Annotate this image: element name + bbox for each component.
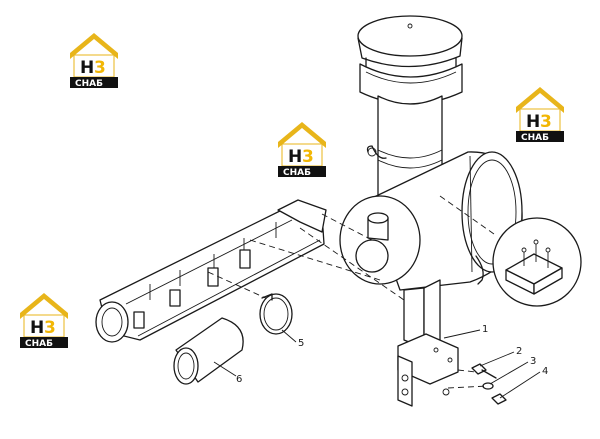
callout-2: 2 — [516, 346, 522, 357]
logo-caption: СНАБ — [283, 168, 311, 178]
rain-cap — [357, 15, 463, 105]
callout-6: 6 — [236, 374, 242, 385]
callout-3: 3 — [530, 356, 536, 367]
logo-digit: 3 — [94, 58, 106, 78]
logo-digit: 3 — [302, 147, 314, 167]
bracket-detail-inset — [439, 195, 582, 307]
intake-pipe — [95, 199, 405, 343]
watermark-logo-3: H 3 СНАБ — [277, 121, 327, 178]
logo-letter: H — [526, 112, 540, 132]
logo-letter: H — [30, 318, 44, 338]
callout-4: 4 — [542, 366, 548, 377]
leader-lines — [213, 329, 541, 399]
watermark-logo-1: H 3 СНАБ — [69, 32, 119, 89]
logo-caption: СНАБ — [25, 339, 53, 349]
logo-caption: СНАБ — [75, 79, 103, 89]
hose-clamp — [259, 293, 293, 335]
mounting-bracket — [397, 279, 459, 407]
logo-caption: СНАБ — [521, 133, 549, 143]
logo-letter: H — [288, 147, 302, 167]
rubber-hose — [173, 317, 244, 385]
watermark-logo-4: H 3 СНАБ — [19, 292, 69, 349]
callout-1: 1 — [482, 324, 488, 335]
watermark-logo-2: H 3 СНАБ — [515, 86, 565, 143]
logo-letter: H — [80, 58, 94, 78]
logo-digit: 3 — [44, 318, 56, 338]
logo-digit: 3 — [540, 112, 552, 132]
callout-5: 5 — [298, 338, 304, 349]
